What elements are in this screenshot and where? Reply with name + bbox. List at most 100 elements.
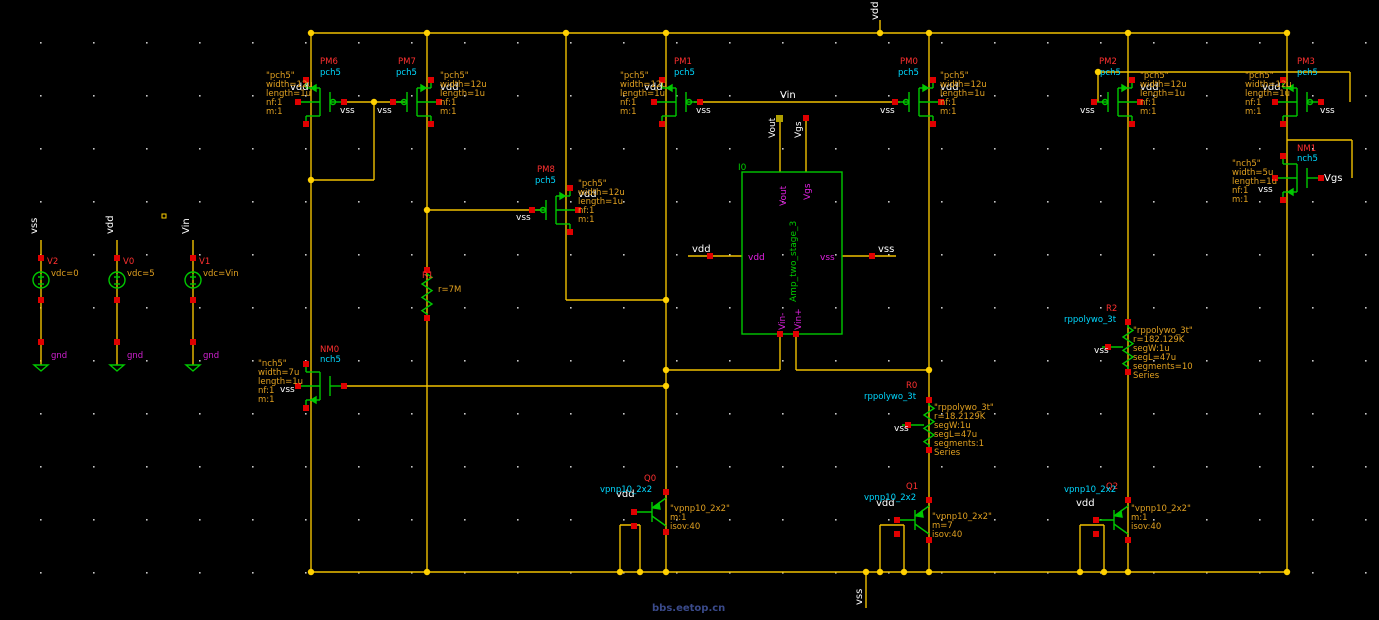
pin-marker bbox=[190, 339, 196, 345]
model-pm6: pch5 bbox=[320, 68, 341, 78]
grid-dot bbox=[517, 254, 519, 256]
net-vss-pm0: vss bbox=[880, 106, 895, 116]
grid-dot bbox=[1312, 360, 1314, 362]
net-vss-pm1: vss bbox=[696, 106, 711, 116]
param-pm2: nf:1 bbox=[1140, 98, 1156, 108]
param-pm3: width=12u bbox=[1245, 80, 1292, 90]
grid-dot bbox=[1206, 254, 1208, 256]
grid-dot bbox=[199, 95, 201, 97]
grid-dot bbox=[994, 572, 996, 574]
param-pm0: length=1u bbox=[940, 89, 985, 99]
junction-dot bbox=[876, 29, 884, 37]
grid-dot bbox=[623, 42, 625, 44]
grid-dot bbox=[888, 42, 890, 44]
param-pm8: nf:1 bbox=[578, 206, 594, 216]
pin-marker bbox=[926, 537, 932, 543]
pin-marker bbox=[1318, 175, 1324, 181]
grid-dot bbox=[782, 307, 784, 309]
grid-dot bbox=[1365, 201, 1367, 203]
grid-dot bbox=[1100, 42, 1102, 44]
grid-dot bbox=[517, 572, 519, 574]
pin-marker bbox=[190, 297, 196, 303]
grid-dot bbox=[835, 572, 837, 574]
grid-dot bbox=[1206, 307, 1208, 309]
junction-dot bbox=[900, 568, 908, 576]
pin-marker bbox=[295, 99, 301, 105]
grid-dot bbox=[517, 413, 519, 415]
amp-instance-name: I0 bbox=[738, 163, 747, 173]
param-pm2: width=12u bbox=[1140, 80, 1187, 90]
marker-square bbox=[161, 213, 167, 219]
grid-dot bbox=[994, 519, 996, 521]
gnd-label-v1: gnd bbox=[203, 351, 219, 361]
model-q0: vpnp10_2x2 bbox=[600, 485, 652, 495]
net-vdd-pm1: vdd bbox=[644, 82, 663, 93]
grid-dot bbox=[358, 95, 360, 97]
junction-dot bbox=[662, 296, 670, 304]
net-vss-pm7: vss bbox=[377, 106, 392, 116]
grid-dot bbox=[517, 466, 519, 468]
grid-dot bbox=[1365, 572, 1367, 574]
inst-name-pm8: PM8 bbox=[537, 165, 555, 175]
grid-dot bbox=[93, 254, 95, 256]
net-vss-pm6: vss bbox=[340, 106, 355, 116]
grid-dot bbox=[146, 95, 148, 97]
grid-dot bbox=[305, 466, 307, 468]
amp-cell-name: Amp_two_stage_3 bbox=[789, 221, 799, 302]
grid-dot bbox=[570, 148, 572, 150]
grid-dot bbox=[994, 413, 996, 415]
grid-dot bbox=[941, 413, 943, 415]
grid-dot bbox=[146, 201, 148, 203]
pin-marker bbox=[1125, 319, 1131, 325]
grid-dot bbox=[305, 413, 307, 415]
grid-dot bbox=[782, 413, 784, 415]
grid-dot bbox=[782, 572, 784, 574]
net-vdd-pm7: vdd bbox=[440, 82, 459, 93]
grid-dot bbox=[994, 95, 996, 97]
param-pm8: "pch5" bbox=[578, 179, 607, 189]
grid-dot bbox=[1100, 360, 1102, 362]
grid-dot bbox=[305, 519, 307, 521]
net-vss-amp: vss bbox=[878, 244, 894, 255]
grid-dot bbox=[888, 572, 890, 574]
pin-marker bbox=[938, 99, 944, 105]
grid-dot bbox=[676, 254, 678, 256]
grid-dot bbox=[835, 466, 837, 468]
grid-dot bbox=[729, 254, 731, 256]
param-r0: "rppolywo_3t" bbox=[934, 403, 994, 413]
net-vgs-pin: Vgs bbox=[794, 121, 804, 138]
grid-dot bbox=[146, 307, 148, 309]
grid-dot bbox=[1153, 307, 1155, 309]
grid-dot bbox=[835, 254, 837, 256]
param-q2: m:1 bbox=[1131, 513, 1148, 523]
param-r0: segments:1 bbox=[934, 439, 984, 449]
model-q1: vpnp10_2x2 bbox=[864, 493, 916, 503]
grid-dot bbox=[1206, 360, 1208, 362]
pin-marker bbox=[436, 99, 442, 105]
grid-dot bbox=[888, 466, 890, 468]
param-r0: segL=47u bbox=[934, 430, 977, 440]
grid-dot bbox=[1100, 201, 1102, 203]
param-r2: segments=10 bbox=[1133, 362, 1193, 372]
grid-dot bbox=[358, 42, 360, 44]
junction-dot bbox=[307, 568, 315, 576]
pin-marker bbox=[793, 331, 799, 337]
grid-dot bbox=[1365, 413, 1367, 415]
pin-marker bbox=[926, 497, 932, 503]
amp-pin-vdd: vdd bbox=[748, 253, 765, 263]
junction-dot bbox=[1124, 29, 1132, 37]
grid-dot bbox=[199, 148, 201, 150]
grid-dot bbox=[464, 413, 466, 415]
pmos-pm8 bbox=[532, 188, 578, 232]
devices bbox=[32, 80, 1321, 535]
grid-dot bbox=[1312, 413, 1314, 415]
grid-dot bbox=[729, 148, 731, 150]
net-vin-mid: Vin bbox=[780, 90, 796, 101]
grid-dot bbox=[252, 307, 254, 309]
pin-marker bbox=[190, 255, 196, 261]
grid-dot bbox=[1312, 307, 1314, 309]
amp-block[interactable] bbox=[741, 171, 843, 335]
junction-dot bbox=[423, 206, 431, 214]
grid-dot bbox=[1312, 519, 1314, 521]
param-pm8: length=1u bbox=[578, 197, 623, 207]
